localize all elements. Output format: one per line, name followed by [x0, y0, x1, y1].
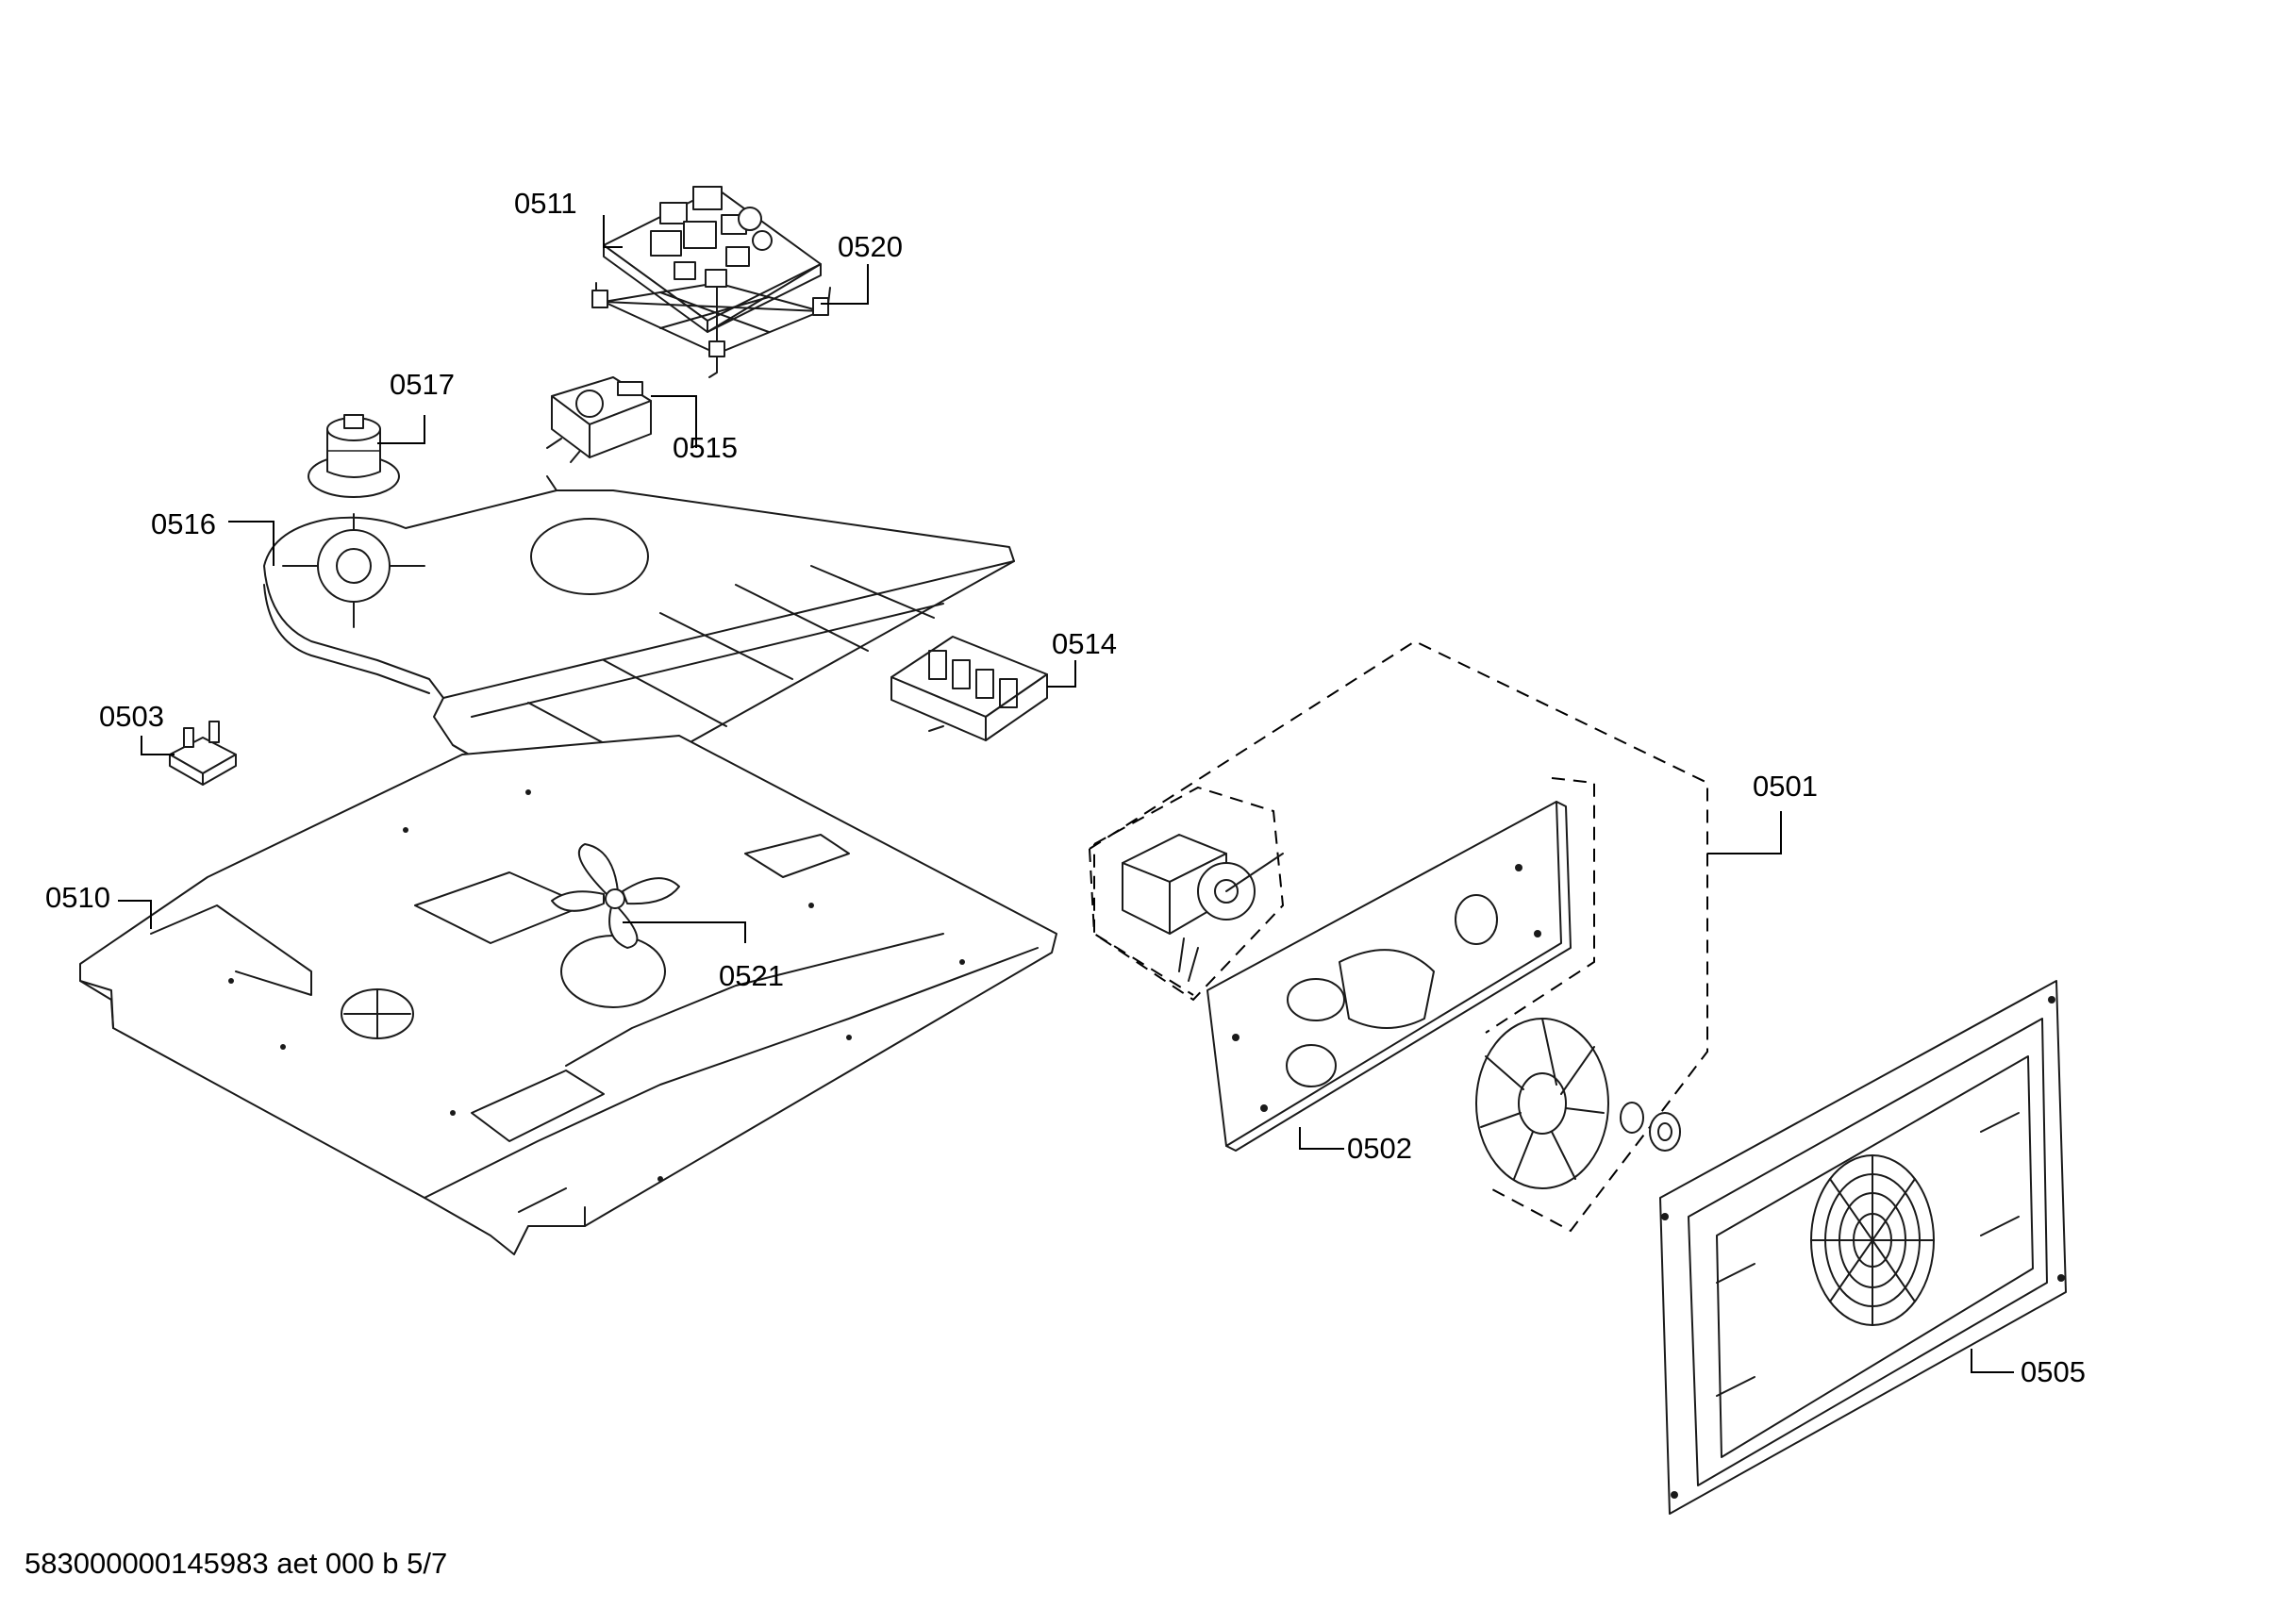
drawing-reference-number: 583000000145983 aet 000 b 5/7	[25, 1547, 448, 1580]
switch-motor-part-0515	[546, 376, 652, 463]
leader-0503	[141, 736, 175, 755]
board-bracket-part-0520	[591, 269, 831, 378]
callout-0510: 0510	[45, 881, 110, 914]
leader-0511	[603, 215, 623, 248]
leader-0515	[651, 395, 697, 448]
callout-0521: 0521	[719, 959, 784, 992]
leader-0502	[1299, 1127, 1344, 1150]
callout-0514: 0514	[1052, 627, 1117, 660]
fan-blade-part-0521	[551, 843, 680, 949]
callout-0505: 0505	[2021, 1355, 2086, 1388]
convection-fan-motor	[1093, 786, 1285, 1002]
callout-0515: 0515	[673, 431, 738, 464]
leader-0514	[1047, 660, 1076, 688]
leader-lines	[118, 215, 2014, 1373]
leader-0501	[1707, 811, 1782, 854]
callout-0501: 0501	[1753, 770, 1818, 803]
callout-0516: 0516	[151, 507, 216, 540]
leader-0510	[118, 900, 152, 929]
leader-0521	[623, 921, 746, 943]
callout-0511: 0511	[514, 187, 577, 220]
fan-housing-duct-part-0516	[263, 475, 1015, 821]
callout-0517: 0517	[390, 368, 455, 401]
callout-0502: 0502	[1347, 1132, 1412, 1165]
terminal-block-part-0514	[890, 636, 1048, 741]
control-board-part-0511	[603, 186, 822, 333]
thermal-cutout-part-0503	[169, 721, 237, 786]
leader-0516	[228, 521, 275, 566]
callout-0520: 0520	[838, 230, 903, 263]
leader-0505	[1971, 1349, 2014, 1373]
leader-0520	[821, 264, 869, 305]
convection-fan-wheel	[1475, 1018, 1681, 1189]
base-plate-part-0510	[79, 735, 1057, 1255]
rear-panel-part-0505	[1659, 980, 2067, 1515]
cooling-fan-motor-part-0517	[308, 414, 400, 498]
fan-assembly-group-0501	[1089, 639, 1708, 1233]
leader-0517	[377, 415, 425, 444]
callout-0503: 0503	[99, 700, 164, 733]
fan-mounting-plate-part-0502	[1206, 777, 1595, 1152]
